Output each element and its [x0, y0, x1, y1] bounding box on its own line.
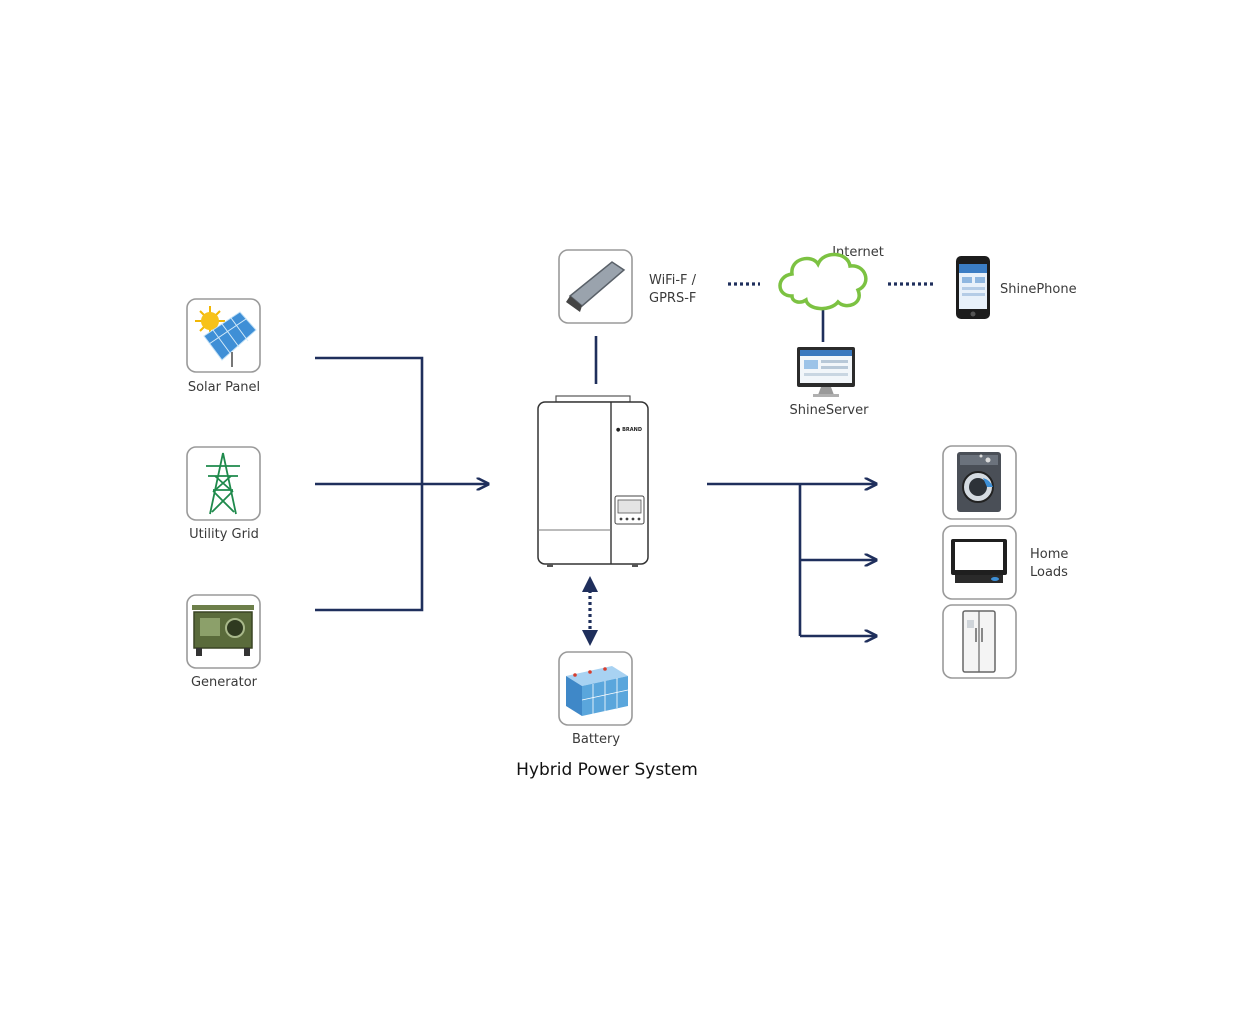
refrigerator-icon: [962, 610, 996, 673]
input-wiring: [315, 356, 488, 612]
monitor-icon: [797, 347, 855, 397]
shinephone-label: ShinePhone: [1000, 282, 1077, 297]
output-wiring: [707, 484, 876, 636]
power-tower-icon: [206, 452, 240, 515]
shineserver-node: ShineServer: [790, 347, 870, 418]
utility-grid-label: Utility Grid: [189, 527, 259, 542]
generator-icon: [192, 605, 254, 656]
diagram-title: Hybrid Power System: [516, 760, 698, 780]
battery-icon: [566, 666, 629, 716]
generator-label: Generator: [191, 675, 258, 690]
svg-text:● BRAND: ● BRAND: [616, 427, 642, 433]
shinephone-node: ShinePhone: [956, 256, 1077, 319]
internet-node: Internet: [778, 245, 884, 311]
utility-grid-node: Utility Grid: [186, 446, 261, 542]
inverter-unit: ● BRAND: [537, 395, 649, 567]
smartphone-icon: [956, 256, 990, 319]
washing-machine-icon: [957, 452, 1001, 512]
battery-node: Battery: [558, 651, 633, 747]
shineserver-label: ShineServer: [790, 403, 870, 418]
sun-solar-panel-icon: [195, 306, 257, 367]
cloud-icon: [778, 252, 868, 311]
solar-panel-label: Solar Panel: [188, 380, 260, 395]
television-icon: [951, 539, 1007, 583]
home-loads-group: Home Loads: [942, 445, 1068, 679]
home-loads-label-line1: Home: [1030, 547, 1068, 562]
solar-panel-node: Solar Panel: [186, 298, 261, 395]
battery-label: Battery: [572, 732, 620, 747]
wifi-gprs-label-line1: WiFi-F /: [649, 273, 697, 288]
wifi-dongle-node: WiFi-F / GPRS-F: [558, 249, 697, 324]
home-loads-label-line2: Loads: [1030, 565, 1068, 580]
generator-node: Generator: [186, 594, 261, 690]
wifi-dongle-icon: [566, 261, 626, 312]
wifi-gprs-label-line2: GPRS-F: [649, 291, 696, 306]
